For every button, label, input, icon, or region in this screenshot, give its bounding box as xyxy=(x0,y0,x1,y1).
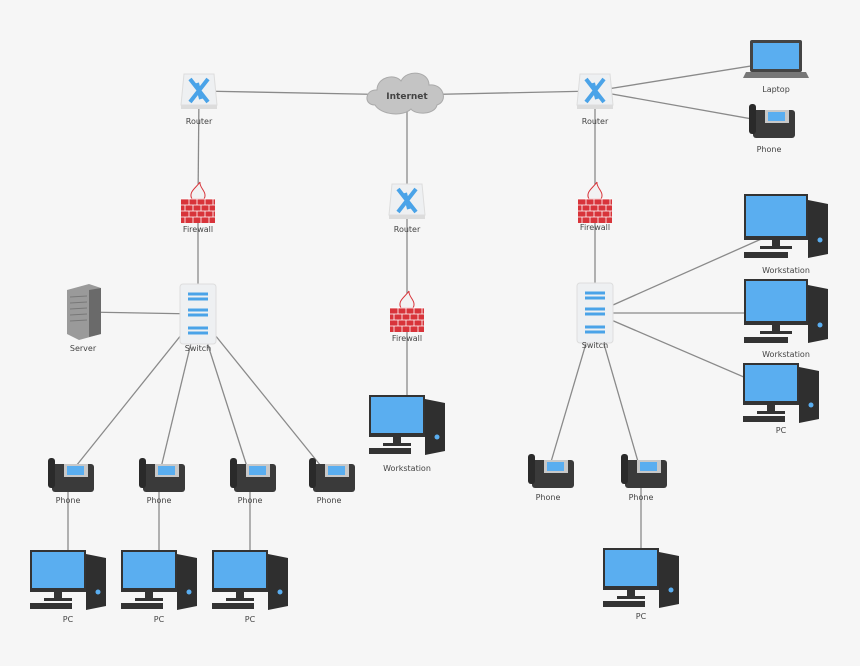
node-label: Firewall xyxy=(392,334,422,343)
workstation-icon xyxy=(744,194,828,258)
phone-icon xyxy=(621,454,667,488)
router-icon xyxy=(180,73,218,109)
pc-icon xyxy=(30,550,106,610)
cloud-icon xyxy=(366,72,444,115)
pc-icon xyxy=(212,550,288,610)
firewall-icon xyxy=(390,290,424,332)
switch-left-node[interactable]: Switch xyxy=(179,283,217,353)
phone-left-1-node[interactable]: Phone xyxy=(48,458,94,505)
node-label: Internet xyxy=(386,92,428,102)
phone-icon xyxy=(139,458,185,492)
pc-icon xyxy=(603,548,679,608)
phone-icon xyxy=(528,454,574,488)
router-icon xyxy=(388,183,426,219)
phone-icon xyxy=(48,458,94,492)
node-label: Router xyxy=(394,225,421,234)
phone-right-1-node[interactable]: Phone xyxy=(528,454,574,502)
router-icon xyxy=(576,73,614,109)
phone-left-2-node[interactable]: Phone xyxy=(139,458,185,505)
connection-line xyxy=(197,313,330,477)
server-icon xyxy=(67,284,101,340)
pc-icon xyxy=(121,550,197,610)
node-label: Switch xyxy=(582,341,608,350)
node-label: Workstation xyxy=(383,464,431,473)
pc-right-bottom-node[interactable]: PC xyxy=(603,548,679,621)
phone-left-3-node[interactable]: Phone xyxy=(230,458,276,505)
workstation-right-1-node[interactable]: Workstation xyxy=(744,194,828,275)
pc-icon xyxy=(743,363,819,423)
node-label: Phone xyxy=(56,496,81,505)
node-label: Laptop xyxy=(762,85,790,94)
firewall-icon xyxy=(578,181,612,223)
connection-line xyxy=(594,61,777,92)
router-left-node[interactable]: Router xyxy=(180,73,218,126)
router-right-node[interactable]: Router xyxy=(576,73,614,126)
phone-top-right-node[interactable]: Phone xyxy=(749,104,795,154)
pc-left-1-node[interactable]: PC xyxy=(30,550,106,624)
connections xyxy=(67,61,787,580)
node-label: PC xyxy=(636,612,647,621)
node-label: PC xyxy=(245,615,256,624)
firewall-center-node[interactable]: Firewall xyxy=(390,290,424,343)
node-label: Server xyxy=(70,344,97,353)
node-label: Phone xyxy=(238,496,263,505)
pc-left-3-node[interactable]: PC xyxy=(212,550,288,624)
phone-icon xyxy=(230,458,276,492)
workstation-icon xyxy=(744,279,828,343)
laptop-icon xyxy=(743,40,809,78)
switch-icon xyxy=(576,282,614,344)
node-label: Phone xyxy=(317,496,342,505)
firewall-left-node[interactable]: Firewall xyxy=(181,181,215,234)
switch-icon xyxy=(179,283,217,345)
internet-node[interactable]: Internet xyxy=(366,72,444,115)
switch-right-node[interactable]: Switch xyxy=(576,282,614,350)
connection-line xyxy=(82,311,199,315)
laptop-node[interactable]: Laptop xyxy=(743,40,809,94)
connection-line xyxy=(594,90,770,123)
router-center-node[interactable]: Router xyxy=(388,183,426,234)
node-label: Phone xyxy=(147,496,172,505)
node-label: Phone xyxy=(629,493,654,502)
node-label: Workstation xyxy=(762,350,810,359)
connection-line xyxy=(594,227,787,314)
phone-icon xyxy=(749,104,795,138)
node-label: Firewall xyxy=(183,225,213,234)
node-label: Router xyxy=(186,117,213,126)
connection-line xyxy=(67,313,199,477)
node-label: Phone xyxy=(536,493,561,502)
server-node[interactable]: Server xyxy=(67,284,101,353)
phone-icon xyxy=(309,458,355,492)
node-label: Firewall xyxy=(580,223,610,232)
node-label: Router xyxy=(582,117,609,126)
phone-right-2-node[interactable]: Phone xyxy=(621,454,667,502)
firewall-icon xyxy=(181,181,215,223)
workstation-center-node[interactable]: Workstation xyxy=(369,395,445,473)
phone-left-4-node[interactable]: Phone xyxy=(309,458,355,505)
node-label: Switch xyxy=(185,344,211,353)
node-label: PC xyxy=(63,615,74,624)
workstation-right-2-node[interactable]: Workstation xyxy=(744,279,828,359)
node-label: Phone xyxy=(757,145,782,154)
node-label: PC xyxy=(154,615,165,624)
node-label: Workstation xyxy=(762,266,810,275)
firewall-right-node[interactable]: Firewall xyxy=(578,181,612,232)
node-label: PC xyxy=(776,426,787,435)
pc-left-2-node[interactable]: PC xyxy=(121,550,197,624)
pc-right-top-node[interactable]: PC xyxy=(743,363,819,435)
pc-icon xyxy=(369,395,445,455)
